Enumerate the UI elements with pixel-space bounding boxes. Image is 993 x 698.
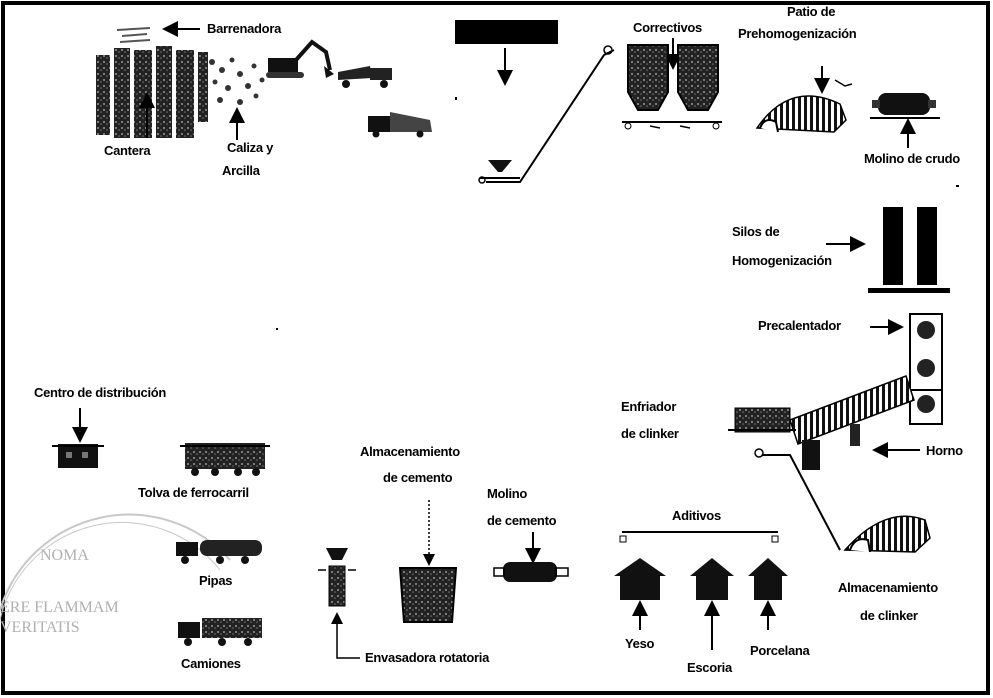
barrenadora-label: Barrenadora [207, 21, 282, 36]
centro-label: Centro de distribución [34, 385, 166, 400]
molino-cemento-label-1: Molino [487, 486, 527, 501]
hopper-icon [478, 160, 520, 184]
conveyor-belt-line [486, 49, 615, 183]
conveyor-pulley [603, 45, 613, 55]
railway-hopper-icon [180, 443, 270, 476]
clinker-conveyor [754, 448, 841, 551]
yeso-label: Yeso [625, 636, 655, 651]
prehomogenization-pile-icon [755, 95, 847, 133]
watermark-text-2: ERE FLAMMAM [0, 599, 119, 616]
raw-mill-icon [870, 93, 940, 119]
correctivos-label: Correctivos [633, 20, 702, 35]
caliza-arcilla-rocks-icon [209, 57, 265, 105]
alm-clinker-label-2: de clinker [860, 608, 918, 623]
enfriador-label-1: Enfriador [621, 399, 676, 414]
molino-cemento-label-2: de cemento [487, 513, 557, 528]
precalentador-label: Precalentador [758, 318, 841, 333]
pipas-tanker-truck-icon [176, 540, 262, 564]
camiones-truck-icon [178, 618, 262, 646]
porcelana-label: Porcelana [750, 643, 811, 658]
patio-label-1: Patio de [787, 4, 835, 19]
molino-crudo-label: Molino de crudo [864, 151, 960, 166]
patio-label-2: Prehomogenización [738, 26, 857, 41]
silos-label-1: Silos de [732, 224, 780, 239]
caliza-label-1: Caliza y [227, 140, 274, 155]
preheater-tower-icon [909, 313, 943, 425]
crusher-box [455, 20, 558, 44]
cantera-label: Cantera [104, 143, 151, 158]
scan-mark [276, 328, 278, 330]
clinker-cooler-icon [728, 407, 796, 433]
watermark-text-1: NOMA [40, 547, 89, 564]
excavator-icon [266, 39, 334, 78]
cantera-quarry-icon [96, 46, 208, 138]
distribution-center-icon [52, 444, 104, 468]
loader-truck-icon [368, 112, 432, 138]
rotary-packer-icon [318, 548, 356, 607]
rotary-kiln-icon [789, 375, 915, 470]
watermark-text-3: VERITATIS [0, 619, 80, 636]
envasadora-label: Envasadora rotatoria [365, 650, 490, 665]
patio-bracket [834, 79, 853, 87]
cement-silo-icon [398, 567, 458, 623]
envasadora-leader [336, 650, 360, 659]
scan-mark [956, 185, 959, 187]
camiones-label: Camiones [181, 656, 241, 671]
alm-cemento-label-2: de cemento [383, 470, 453, 485]
silos-label-2: Homogenización [732, 253, 832, 268]
clinker-storage-icon [843, 515, 931, 553]
additives-conveyor [619, 531, 779, 543]
homogenization-silos-icon [868, 207, 950, 293]
escoria-label: Escoria [687, 660, 733, 675]
pipas-label: Pipas [199, 573, 232, 588]
horno-label: Horno [926, 443, 963, 458]
cement-mill-icon [493, 562, 569, 582]
scan-mark [455, 97, 457, 100]
university-seal-watermark: NOMA ERE FLAMMAM VERITATIS [0, 513, 231, 636]
tolva-label: Tolva de ferrocarril [138, 485, 249, 500]
enfriador-label-2: de clinker [621, 426, 679, 441]
escoria-bin-icon [690, 558, 734, 600]
alm-clinker-label-1: Almacenamiento [838, 580, 938, 595]
correctivos-silos-icon [622, 44, 722, 130]
dump-truck-icon [338, 66, 392, 88]
barrenadora-drill-icon [116, 27, 151, 43]
porcelana-bin-icon [748, 558, 788, 600]
yeso-bin-icon [614, 558, 666, 600]
caliza-label-2: Arcilla [222, 163, 261, 178]
alm-cemento-label-1: Almacenamiento [360, 444, 460, 459]
aditivos-label: Aditivos [672, 508, 721, 523]
